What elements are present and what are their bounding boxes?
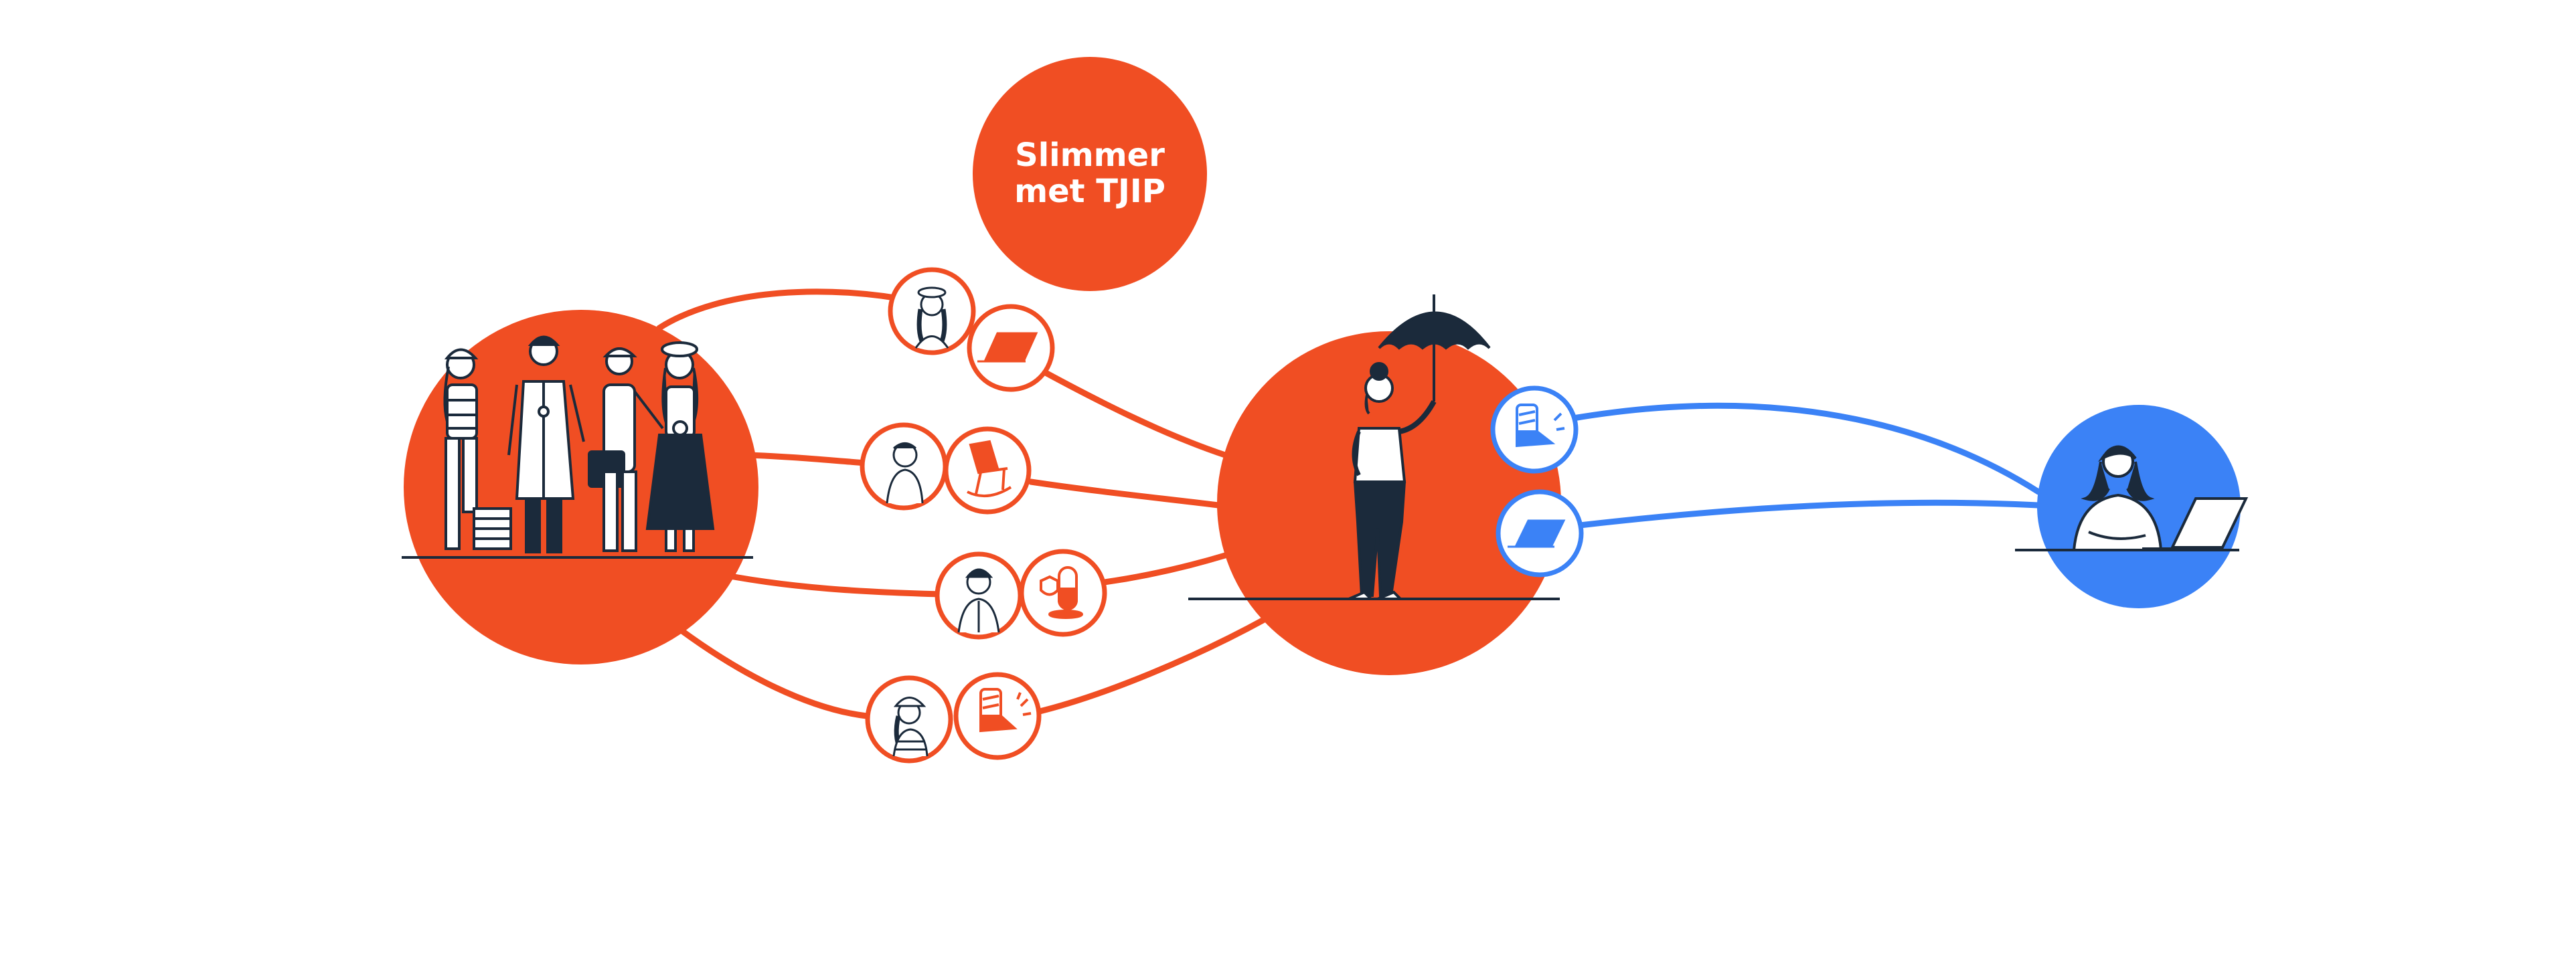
title-line-1: Slimmer xyxy=(1015,137,1165,174)
connection-line-2 xyxy=(743,452,870,466)
connection-line-3 xyxy=(706,569,944,598)
leg-cast-icon-blue xyxy=(1516,404,1565,448)
title-line-2: met TJIP xyxy=(1014,173,1165,210)
person-doctor xyxy=(507,335,585,553)
orange-connections xyxy=(656,288,1269,719)
client-node xyxy=(2015,405,2249,608)
laptop-icon xyxy=(977,332,1038,363)
woman-with-umbrella-icon xyxy=(1348,294,1491,600)
title-badge: Slimmer met TJIP xyxy=(973,57,1207,291)
person-cap-woman xyxy=(443,348,512,550)
client-link-2 xyxy=(1496,489,1584,578)
hub-node xyxy=(1188,294,1561,675)
leg-cast-icon xyxy=(979,688,1032,733)
rocking-chair-icon xyxy=(967,440,1012,498)
connection-line-1 xyxy=(656,288,917,331)
connection-line-2b xyxy=(1028,478,1222,509)
connection-pair-4 xyxy=(865,672,1042,764)
blue-connections xyxy=(1570,402,2042,529)
client-line-2 xyxy=(1577,499,2042,529)
connection-pair-3 xyxy=(935,549,1107,640)
connection-line-1b xyxy=(1028,361,1228,458)
client-line-1 xyxy=(1570,402,2042,495)
people-group-node xyxy=(402,310,758,664)
people-group-icon xyxy=(443,335,715,553)
person-at-laptop-icon xyxy=(2072,445,2249,551)
connection-line-3b xyxy=(1101,552,1228,586)
title-badge-circle xyxy=(973,57,1207,291)
doctor-icon xyxy=(957,568,1000,633)
elderly-person-icon xyxy=(886,442,924,504)
connection-line-4b xyxy=(1031,616,1269,716)
construction-worker-icon xyxy=(892,697,929,757)
connection-line-4 xyxy=(676,626,870,719)
client-link-1 xyxy=(1490,385,1579,474)
medicine-capsule-icon xyxy=(1040,566,1083,619)
laptop-icon-blue xyxy=(1508,519,1566,548)
person-with-beret-icon xyxy=(914,286,949,349)
connection-pair-1 xyxy=(888,267,1055,392)
connection-pair-2 xyxy=(860,422,1032,515)
person-beret-woman xyxy=(645,341,715,552)
person-briefcase xyxy=(588,347,664,552)
